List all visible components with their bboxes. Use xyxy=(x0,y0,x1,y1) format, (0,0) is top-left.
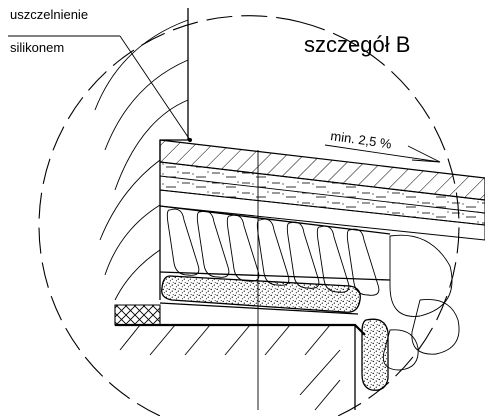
roof-layers xyxy=(159,139,485,241)
detail-boundary-circle xyxy=(38,15,460,416)
sealant-plug xyxy=(361,318,389,391)
detail-title: szczegół B xyxy=(304,32,410,57)
backer-rod xyxy=(161,275,361,313)
ledge-flashing xyxy=(114,302,366,411)
insulation-layer xyxy=(159,205,460,371)
slope-indicator xyxy=(324,144,441,163)
sealant-callout xyxy=(8,35,192,142)
callout-line-1: uszczelnienie xyxy=(10,7,88,22)
wall-section xyxy=(94,8,189,301)
slope-label: min. 2,5 % xyxy=(330,128,393,151)
callout-line-2: silikonem xyxy=(10,40,64,55)
